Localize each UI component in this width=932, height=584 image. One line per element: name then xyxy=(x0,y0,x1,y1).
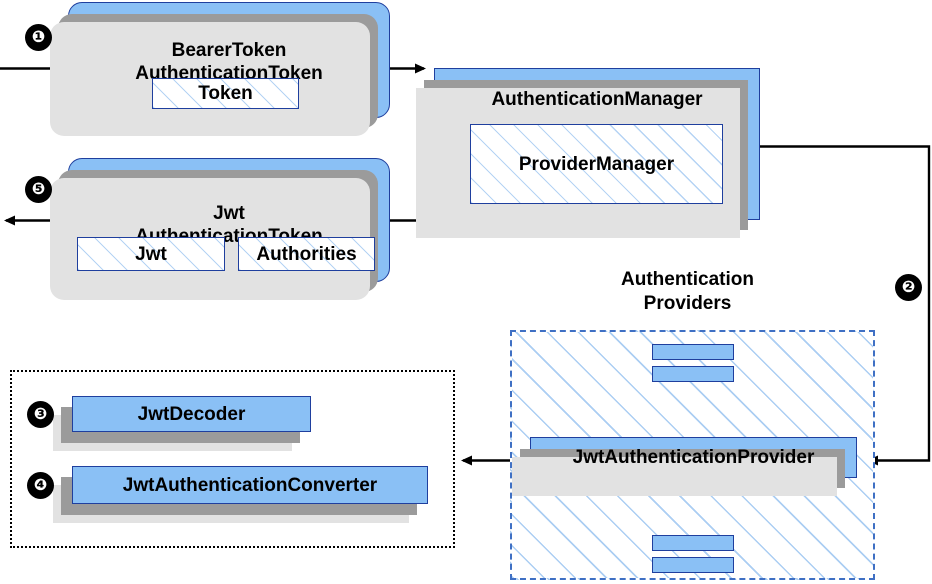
badge-step-5: ❺ xyxy=(26,177,51,202)
jwt-decoder-label: JwtDecoder xyxy=(137,403,246,425)
authentication-providers-title-line1: Authentication xyxy=(621,269,754,290)
badge-step-4: ❹ xyxy=(28,473,53,498)
badge-step-3: ❸ xyxy=(28,402,53,427)
panel-provider-manager-label: ProviderManager xyxy=(518,153,675,175)
provider-stub-bar-top-2 xyxy=(652,366,734,382)
provider-stub-bar-top-1 xyxy=(652,344,734,360)
authentication-manager-title: AuthenticationManager xyxy=(491,89,703,110)
panel-token-label: Token xyxy=(198,83,253,104)
jwt-token-title-line1: Jwt xyxy=(213,203,245,224)
node-bearer-token-authentication-token[interactable]: BearerToken AuthenticationToken xyxy=(50,2,390,136)
bearer-token-title-line1: BearerToken xyxy=(171,40,287,61)
jwt-authentication-provider-label: JwtAuthenticationProvider xyxy=(572,447,815,468)
panel-jwt[interactable]: Jwt xyxy=(77,237,225,271)
panel-provider-manager[interactable]: ProviderManager xyxy=(470,124,723,204)
node-jwt-decoder[interactable]: JwtDecoder xyxy=(72,396,311,432)
provider-stub-bar-bottom-1 xyxy=(652,535,734,551)
jwt-authentication-converter-label: JwtAuthenticationConverter xyxy=(122,474,378,496)
authentication-providers-title-line2: Providers xyxy=(643,293,732,314)
jwt-components-region xyxy=(10,370,455,548)
node-jwt-authentication-provider[interactable]: JwtAuthenticationProvider xyxy=(512,437,857,496)
panel-authorities[interactable]: Authorities xyxy=(238,237,375,271)
panel-jwt-label: Jwt xyxy=(135,243,167,265)
panel-authorities-label: Authorities xyxy=(256,243,357,265)
badge-step-2: ❷ xyxy=(896,275,921,300)
provider-stub-bar-bottom-2 xyxy=(652,557,734,573)
authentication-providers-title: Authentication Providers xyxy=(575,268,800,316)
badge-step-1: ❶ xyxy=(26,25,51,50)
node-jwt-authentication-converter[interactable]: JwtAuthenticationConverter xyxy=(72,466,428,504)
panel-token[interactable]: Token xyxy=(152,78,299,109)
